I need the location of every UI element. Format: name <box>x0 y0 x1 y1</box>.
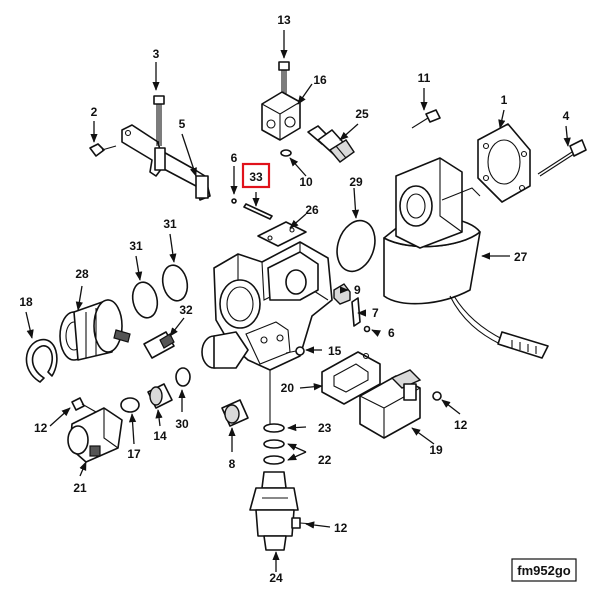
callout-6a: 6 <box>231 151 238 165</box>
part-32-sensor <box>143 331 175 359</box>
main-housing <box>213 241 333 430</box>
part-12c-screw <box>432 391 442 401</box>
callout-16: 16 <box>313 73 327 87</box>
part-23-o-ring <box>263 423 285 433</box>
callout-27: 27 <box>514 250 528 264</box>
part-25-sensor <box>307 125 355 163</box>
part-14-fitting <box>147 383 173 409</box>
part-20-gasket <box>321 351 381 405</box>
callout-4: 4 <box>563 109 570 123</box>
part-24-valve <box>249 471 299 551</box>
callout-12c: 12 <box>454 418 468 432</box>
part-15-screw <box>285 346 305 356</box>
callout-31b: 31 <box>163 217 177 231</box>
part-11-screw <box>411 109 441 129</box>
part-6b-screw <box>363 325 371 333</box>
callout-24: 24 <box>269 571 283 585</box>
callout-25: 25 <box>355 107 369 121</box>
part-7-pin <box>351 297 361 327</box>
part-17-o-ring <box>120 397 140 413</box>
part-16-block <box>261 91 301 141</box>
part-22-o-ring-a <box>263 439 285 449</box>
part-29-o-ring <box>336 219 376 273</box>
part-13-bolt <box>278 61 290 96</box>
callout-17: 17 <box>127 447 141 461</box>
part-10-o-ring <box>280 149 292 157</box>
callout-20: 20 <box>281 381 295 395</box>
callout-33-highlight-box <box>241 162 271 189</box>
callout-22: 22 <box>318 453 332 467</box>
callout-3: 3 <box>153 47 160 61</box>
callout-labels: 1 2 3 4 5 6 6 7 8 9 10 11 12 12 12 13 14… <box>19 13 569 585</box>
part-18-snap-ring <box>25 338 58 383</box>
part-8-fitting <box>221 399 249 427</box>
part-5-bracket <box>121 124 211 201</box>
callout-11: 11 <box>418 71 431 85</box>
reference-code-box: fm952go <box>511 558 577 582</box>
callout-6b: 6 <box>388 326 395 340</box>
callout-29: 29 <box>349 175 363 189</box>
part-4-bolt <box>537 139 587 177</box>
part-31-o-ring-a <box>131 281 159 319</box>
callout-7: 7 <box>372 306 379 320</box>
callout-12a: 12 <box>34 421 48 435</box>
reference-code: fm952go <box>517 563 571 578</box>
part-22-o-ring-b <box>263 455 285 465</box>
callout-18: 18 <box>19 295 33 309</box>
housing-outlet-fitting <box>201 331 249 369</box>
part-3-bolt <box>153 95 165 146</box>
callout-15: 15 <box>328 344 342 358</box>
callout-23: 23 <box>318 421 332 435</box>
leader-lines <box>25 30 571 572</box>
callout-8: 8 <box>229 457 236 471</box>
part-33-strip <box>231 198 273 220</box>
part-9-fitting <box>333 283 351 305</box>
part-28-motor <box>59 299 131 361</box>
part-12a-screw <box>71 397 97 413</box>
callout-12b: 12 <box>334 521 348 535</box>
callout-1: 1 <box>501 93 508 107</box>
callout-30: 30 <box>175 417 189 431</box>
part-2-bolt <box>89 143 117 157</box>
callout-2: 2 <box>91 105 98 119</box>
callout-19: 19 <box>429 443 443 457</box>
part-27-actuator <box>383 157 549 359</box>
callout-21: 21 <box>73 481 87 495</box>
part-21-solenoid <box>67 407 123 463</box>
callout-10: 10 <box>299 175 313 189</box>
callout-32: 32 <box>179 303 193 317</box>
callout-26: 26 <box>305 203 319 217</box>
part-30-seal <box>175 367 191 387</box>
callout-28: 28 <box>75 267 89 281</box>
part-19-module <box>359 369 422 439</box>
part-1-gasket <box>477 123 531 203</box>
callout-33: 33 <box>249 170 263 184</box>
part-31-o-ring-b <box>161 264 189 302</box>
callout-9: 9 <box>354 283 361 297</box>
part-12b-screw <box>291 517 315 529</box>
callout-14: 14 <box>153 429 167 443</box>
callout-13: 13 <box>277 13 291 27</box>
callout-5: 5 <box>179 117 186 131</box>
callout-31a: 31 <box>129 239 143 253</box>
